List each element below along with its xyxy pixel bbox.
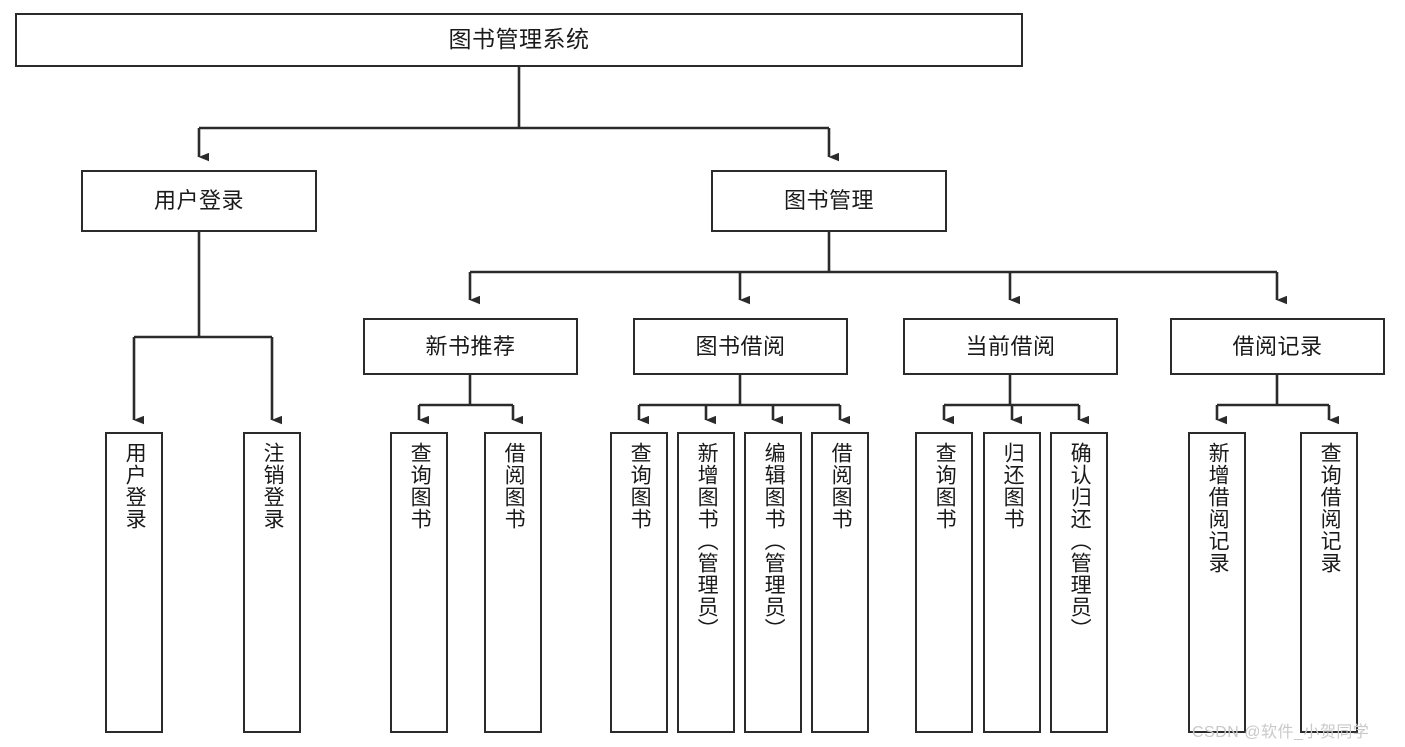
node-label: 当前借阅 (965, 333, 1056, 359)
leaf-book-borrow-borrow-book[interactable]: 借阅图书 (811, 432, 869, 733)
node-label: 新书推荐 (425, 333, 516, 359)
leaf-user-login-logout[interactable]: 注销登录 (243, 432, 301, 733)
node-new-book-recommend[interactable]: 新书推荐 (363, 318, 578, 375)
node-label: 查询图书 (408, 442, 432, 530)
leaf-new-book-borrow-book[interactable]: 借阅图书 (484, 432, 542, 733)
leaf-book-borrow-edit-book-admin[interactable]: 编辑图书（管理员） (744, 432, 802, 733)
leaf-borrow-records-query-record[interactable]: 查询借阅记录 (1300, 432, 1358, 733)
leaf-book-borrow-add-book-admin[interactable]: 新增图书（管理员） (677, 432, 735, 733)
node-label: 图书借阅 (695, 333, 786, 359)
node-label: 查询图书 (933, 442, 957, 530)
node-label: 归还图书 (1001, 442, 1025, 530)
leaf-current-borrow-confirm-return-admin[interactable]: 确认归还（管理员） (1050, 432, 1108, 733)
leaf-book-borrow-query-book[interactable]: 查询图书 (610, 432, 668, 733)
node-root-book-management-system[interactable]: 图书管理系统 (15, 13, 1023, 67)
node-label: 新增图书（管理员） (695, 442, 719, 640)
node-label: 编辑图书（管理员） (762, 442, 786, 640)
node-label: 确认归还（管理员） (1068, 442, 1092, 640)
leaf-new-book-query-book[interactable]: 查询图书 (390, 432, 448, 733)
leaf-current-borrow-return-book[interactable]: 归还图书 (983, 432, 1041, 733)
node-borrow-records[interactable]: 借阅记录 (1170, 318, 1385, 375)
node-label: 借阅记录 (1232, 333, 1323, 359)
leaf-user-login-login[interactable]: 用户登录 (105, 432, 163, 733)
node-label: 借阅图书 (829, 442, 853, 530)
node-user-login[interactable]: 用户登录 (81, 170, 317, 232)
node-label: 新增借阅记录 (1206, 442, 1230, 574)
leaf-current-borrow-query-book[interactable]: 查询图书 (915, 432, 973, 733)
node-current-borrow[interactable]: 当前借阅 (903, 318, 1118, 375)
node-label: 用户登录 (153, 188, 244, 214)
node-label: 查询图书 (628, 442, 652, 530)
node-label: 注销登录 (261, 442, 285, 530)
leaf-borrow-records-add-record[interactable]: 新增借阅记录 (1188, 432, 1246, 733)
node-book-borrow[interactable]: 图书借阅 (633, 318, 848, 375)
node-label: 图书管理 (783, 188, 874, 214)
node-label: 借阅图书 (502, 442, 526, 530)
node-label: 查询借阅记录 (1318, 442, 1342, 574)
node-book-management[interactable]: 图书管理 (711, 170, 947, 232)
node-label: 用户登录 (123, 442, 147, 530)
csdn-watermark: CSDN @软件_小贺同学 (1192, 724, 1370, 741)
node-label: 图书管理系统 (448, 26, 590, 53)
